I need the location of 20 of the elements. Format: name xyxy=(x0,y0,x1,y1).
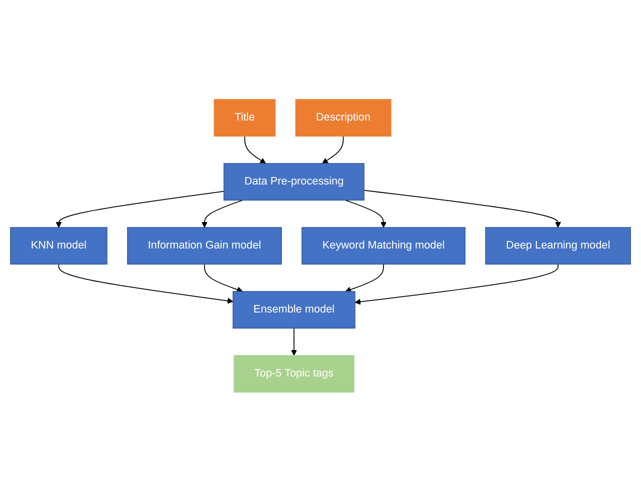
node-box: Keyword Matching model xyxy=(302,227,466,265)
node-box: Description xyxy=(295,99,392,137)
node-box: Deep Learning model xyxy=(485,227,631,265)
arrow xyxy=(345,264,384,293)
arrow xyxy=(344,200,387,228)
arrow xyxy=(354,264,558,305)
arrow xyxy=(291,328,297,356)
arrow xyxy=(322,136,344,164)
node-box: Top-5 Topic tags xyxy=(234,355,354,393)
arrow xyxy=(56,191,224,228)
node-box: Data Pre-processing xyxy=(224,163,364,201)
node-box: Title xyxy=(214,99,276,137)
arrow xyxy=(364,190,562,228)
node-box: Ensemble model xyxy=(232,291,356,329)
arrow xyxy=(58,264,234,304)
arrow xyxy=(201,200,244,228)
node-box: KNN model xyxy=(10,227,108,265)
node-box: Information Gain model xyxy=(127,227,282,265)
arrow xyxy=(244,136,266,164)
arrow xyxy=(204,264,243,293)
